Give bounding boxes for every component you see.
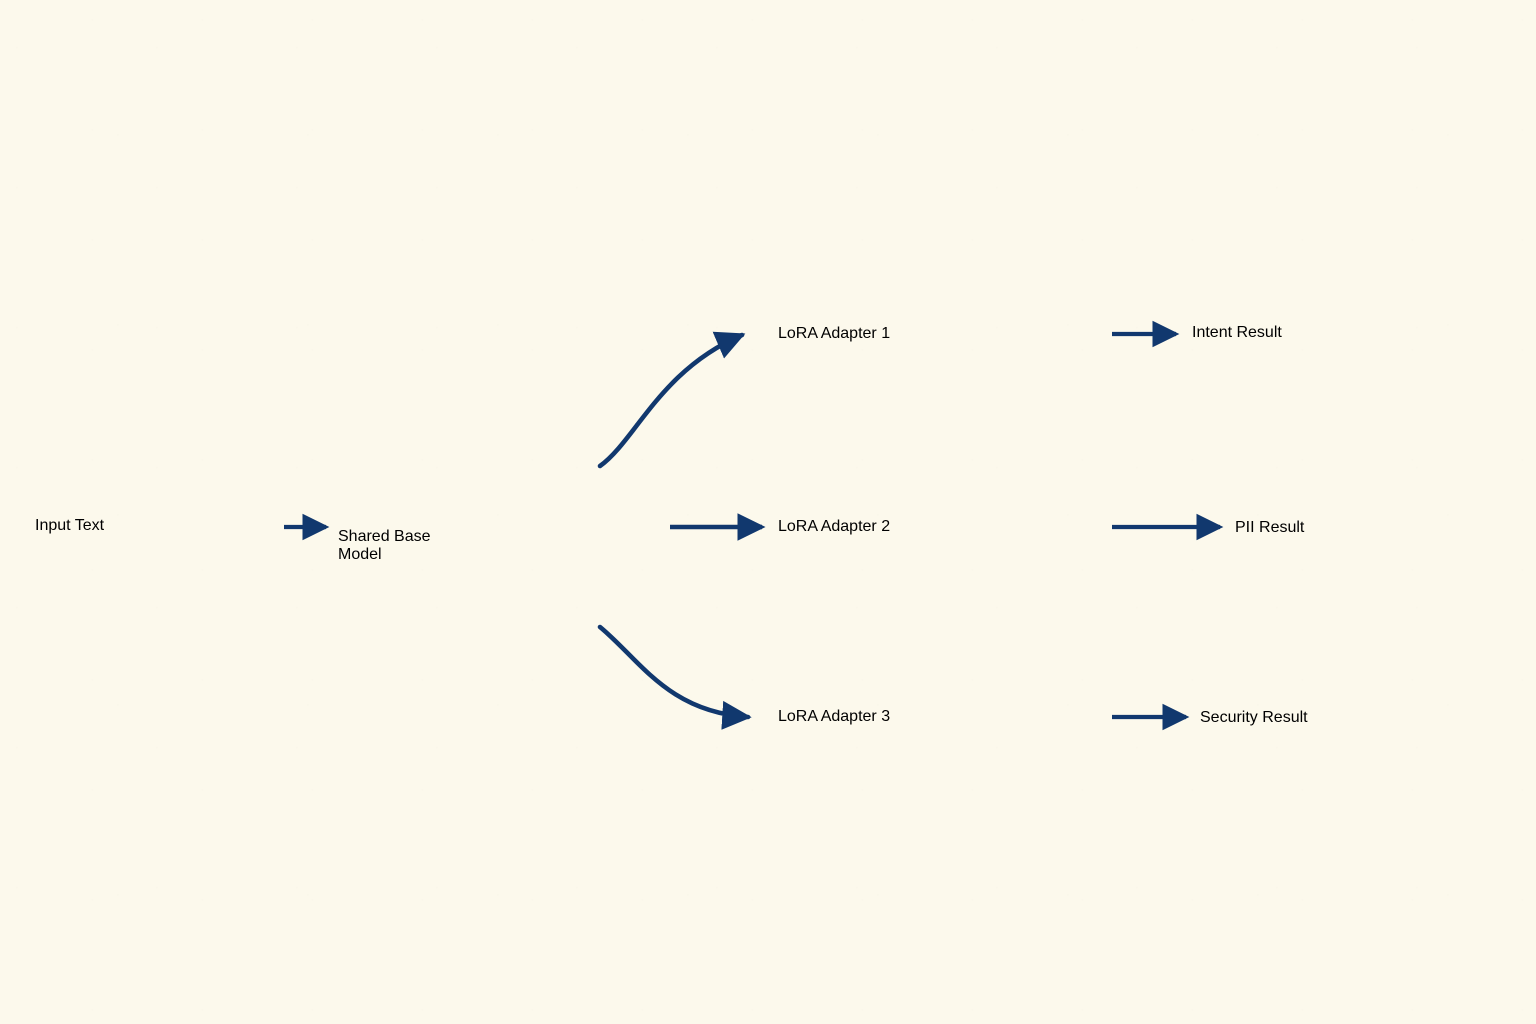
node-lora-adapter-3-label: LoRA Adapter 3 <box>778 708 891 725</box>
node-lora-adapter-1-label: LoRA Adapter 1 <box>778 324 891 342</box>
node-security-result[interactable]: Security Result <box>1200 653 1487 783</box>
node-shared-base-model-label-line1: Shared Base <box>338 528 431 545</box>
edge-base-to-adapter-3 <box>597 624 752 730</box>
node-lora-adapter-3[interactable]: LoRA Adapter 3 <box>778 652 1110 782</box>
node-pii-result-label: PII Result <box>1235 518 1305 536</box>
node-shared-base-model-label: Shared Base Model <box>338 528 431 564</box>
edge-base-to-adapter-1 <box>597 331 746 469</box>
node-intent-result[interactable]: Intent Result <box>1192 267 1487 398</box>
node-input-text[interactable]: Input Text <box>35 468 280 583</box>
node-intent-result-label: Intent Result <box>1192 323 1282 341</box>
node-lora-adapter-1[interactable]: LoRA Adapter 1 <box>778 269 1110 398</box>
node-lora-adapter-2[interactable]: LoRA Adapter 2 <box>778 462 1110 592</box>
node-input-text-label: Input Text <box>35 516 105 534</box>
node-lora-adapter-2-label: LoRA Adapter 2 <box>778 518 891 535</box>
node-shared-base-model-label-line2: Model <box>338 546 382 563</box>
node-pii-result[interactable]: PII Result <box>1235 462 1487 593</box>
node-shared-base-model[interactable]: Shared Base Model <box>338 470 668 622</box>
node-security-result-label: Security Result <box>1200 709 1308 726</box>
